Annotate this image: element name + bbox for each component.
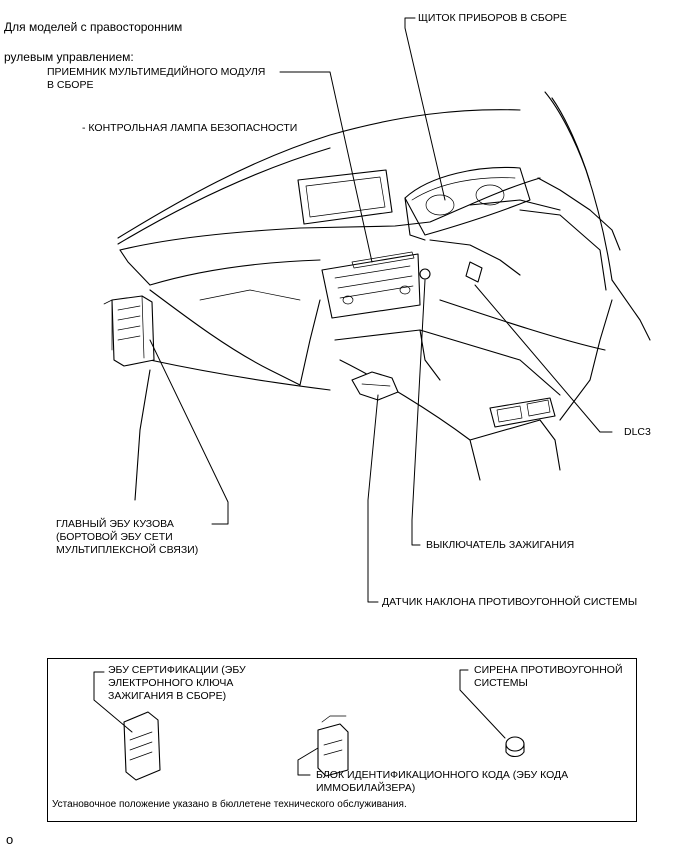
multimedia-unit-graphic	[321, 251, 431, 319]
label-security-lamp: - КОНТРОЛЬНАЯ ЛАМПА БЕЗОПАСНОСТИ	[82, 122, 298, 134]
tilt-sensor-graphic	[351, 371, 399, 401]
label-immobiliser: БЛОК ИДЕНТИФИКАЦИОННОГО КОДА (ЭБУ КОДА И…	[316, 769, 569, 794]
siren-graphic	[459, 669, 525, 758]
label-main-body-ecu: ГЛАВНЫЙ ЭБУ КУЗОВА (БОРТОВОЙ ЭБУ СЕТИ МУ…	[56, 518, 199, 556]
header-line-2: рулевым управлением:	[4, 50, 134, 64]
instrument-cluster-graphic	[404, 166, 531, 241]
label-multimedia-receiver: ПРИЕМНИК МУЛЬТИМЕДИЙНОГО МОДУЛЯ В СБОРЕ	[47, 66, 266, 91]
label-siren: СИРЕНА ПРОТИВОУГОННОЙ СИСТЕМЫ	[474, 664, 623, 689]
steering-column	[429, 209, 607, 291]
main-body-ecu-graphic	[103, 295, 155, 367]
label-instrument-cluster: ЩИТОК ПРИБОРОВ В СБОРЕ	[418, 12, 567, 24]
label-ignition-switch: ВЫКЛЮЧАТЕЛЬ ЗАЖИГАНИЯ	[426, 539, 575, 551]
center-console	[334, 329, 561, 481]
windshield-frame	[117, 91, 651, 341]
inset-note: Установочное положение указано в бюллете…	[52, 799, 407, 810]
label-dlc3: DLC3	[624, 426, 651, 438]
inset-box	[47, 658, 637, 822]
label-tilt-sensor: ДАТЧИК НАКЛОНА ПРОТИВОУГОННОЙ СИСТЕМЫ	[382, 596, 638, 608]
leader-lines	[149, 17, 613, 603]
right-door-line	[439, 299, 613, 421]
center-display	[297, 169, 393, 225]
header-line-1: Для моделей с правосторонним	[4, 20, 183, 34]
header-title: Для моделей с правосторонним рулевым упр…	[4, 5, 182, 65]
label-certification-ecu: ЭБУ СЕРТИФИКАЦИИ (ЭБУ ЭЛЕКТРОННОГО КЛЮЧА…	[108, 664, 246, 702]
dashboard-top	[119, 177, 621, 286]
figure-id: o	[6, 832, 14, 847]
certification-ecu-graphic	[93, 671, 161, 781]
lower-dashboard	[134, 289, 331, 501]
immobiliser-unit-graphic	[297, 715, 349, 777]
